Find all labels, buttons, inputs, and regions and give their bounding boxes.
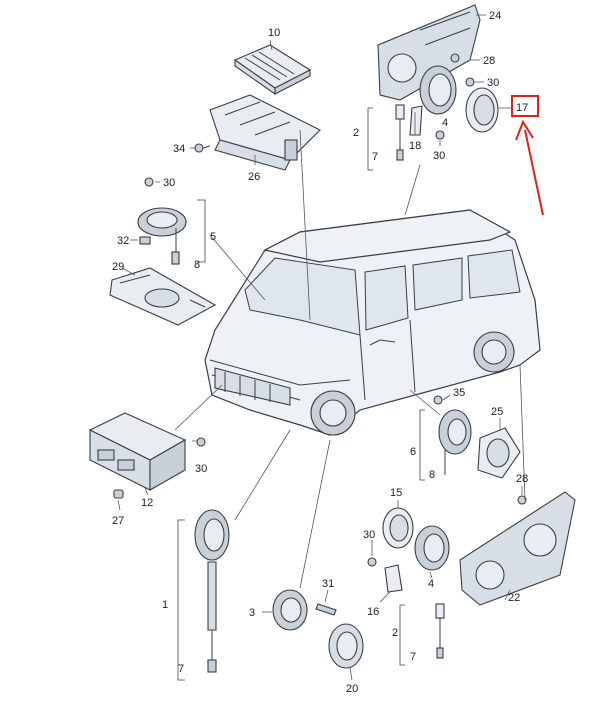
callout-28-top: 28 — [483, 55, 495, 67]
screw-part-28-top — [450, 53, 460, 63]
callout-7-bottom: 7 — [410, 651, 416, 663]
callout-24: 24 — [489, 10, 501, 22]
speaker-part-4-bottom — [414, 525, 450, 571]
callout-28-bottom: 28 — [516, 473, 528, 485]
group-brackets — [177, 107, 425, 681]
bolt-part-34 — [194, 143, 211, 153]
callout-30-bottom: 30 — [363, 529, 375, 541]
plug-part-27 — [113, 489, 124, 499]
bracket-part-16 — [384, 564, 403, 593]
callout-27: 27 — [112, 515, 124, 527]
callout-2-bottom: 2 — [392, 627, 398, 639]
callout-2-top: 2 — [353, 127, 359, 139]
leader-lines — [117, 14, 526, 681]
callout-18: 18 — [409, 140, 421, 152]
highlight-box — [511, 95, 539, 117]
speaker-part-1 — [194, 509, 230, 673]
callout-15: 15 — [390, 487, 402, 499]
callout-26: 26 — [248, 171, 260, 183]
sensor-part-2-top — [395, 104, 405, 161]
callout-30-left: 30 — [163, 177, 175, 189]
callout-4-bottom: 4 — [428, 578, 434, 590]
screw-part-30-left — [144, 177, 154, 187]
callout-30-top2: 30 — [433, 150, 445, 162]
callout-7-top: 7 — [372, 151, 378, 163]
screw-part-30-bottom — [367, 557, 377, 567]
speaker-part-6 — [438, 409, 472, 475]
highlight-arrow-head — [515, 119, 534, 141]
clip-part-32 — [139, 236, 151, 245]
callout-34: 34 — [173, 143, 185, 155]
callout-16: 16 — [367, 606, 379, 618]
highlight-part-17 — [511, 95, 544, 216]
screw-part-28-bottom — [517, 495, 527, 505]
speaker-part-4-top — [419, 65, 457, 115]
screw-part-30-top — [435, 77, 475, 140]
speaker-part-5 — [137, 207, 187, 265]
callout-17: 17 — [516, 102, 528, 114]
callout-6: 6 — [410, 446, 416, 458]
callout-29: 29 — [112, 261, 124, 273]
callout-3: 3 — [249, 607, 255, 619]
callout-8-left: 8 — [194, 259, 200, 271]
callout-labels: 10 26 34 24 28 30 17 4 2 18 7 30 30 5 32… — [112, 10, 528, 695]
callout-30-top: 30 — [487, 77, 499, 89]
callout-10: 10 — [268, 27, 280, 39]
callout-22: 22 — [508, 592, 520, 604]
van-illustration — [204, 209, 541, 436]
bracket-part-26 — [209, 94, 321, 171]
ring-part-15 — [382, 507, 414, 549]
ring-part-20 — [328, 623, 364, 669]
callout-32: 32 — [117, 235, 129, 247]
callout-12: 12 — [141, 497, 153, 509]
bracket-part-25 — [477, 427, 521, 479]
callout-31: 31 — [322, 578, 334, 590]
callout-20: 20 — [346, 683, 358, 695]
bracket-part-29 — [109, 267, 217, 326]
highlight-arrow — [524, 129, 544, 216]
sensor-part-2-bottom — [435, 603, 445, 659]
bolt-part-31 — [315, 603, 337, 616]
trim-ring-part-17 — [465, 87, 499, 133]
screw-part-35 — [433, 395, 443, 405]
callout-25: 25 — [491, 406, 503, 418]
bracket-part-18 — [409, 105, 423, 136]
control-unit-part-12 — [88, 412, 187, 491]
callout-7-left: 7 — [178, 663, 184, 675]
callout-30-unit: 30 — [195, 463, 207, 475]
callout-35: 35 — [453, 387, 465, 399]
callout-5: 5 — [210, 231, 216, 243]
amplifier-part-10 — [233, 44, 312, 96]
callout-1: 1 — [162, 599, 168, 611]
screw-part-30-unit — [196, 437, 206, 447]
panel-part-22 — [459, 491, 576, 606]
callout-8-right: 8 — [429, 469, 435, 481]
tweeter-part-3 — [272, 589, 308, 631]
panel-part-24 — [377, 4, 481, 101]
callout-4-top: 4 — [442, 117, 448, 129]
